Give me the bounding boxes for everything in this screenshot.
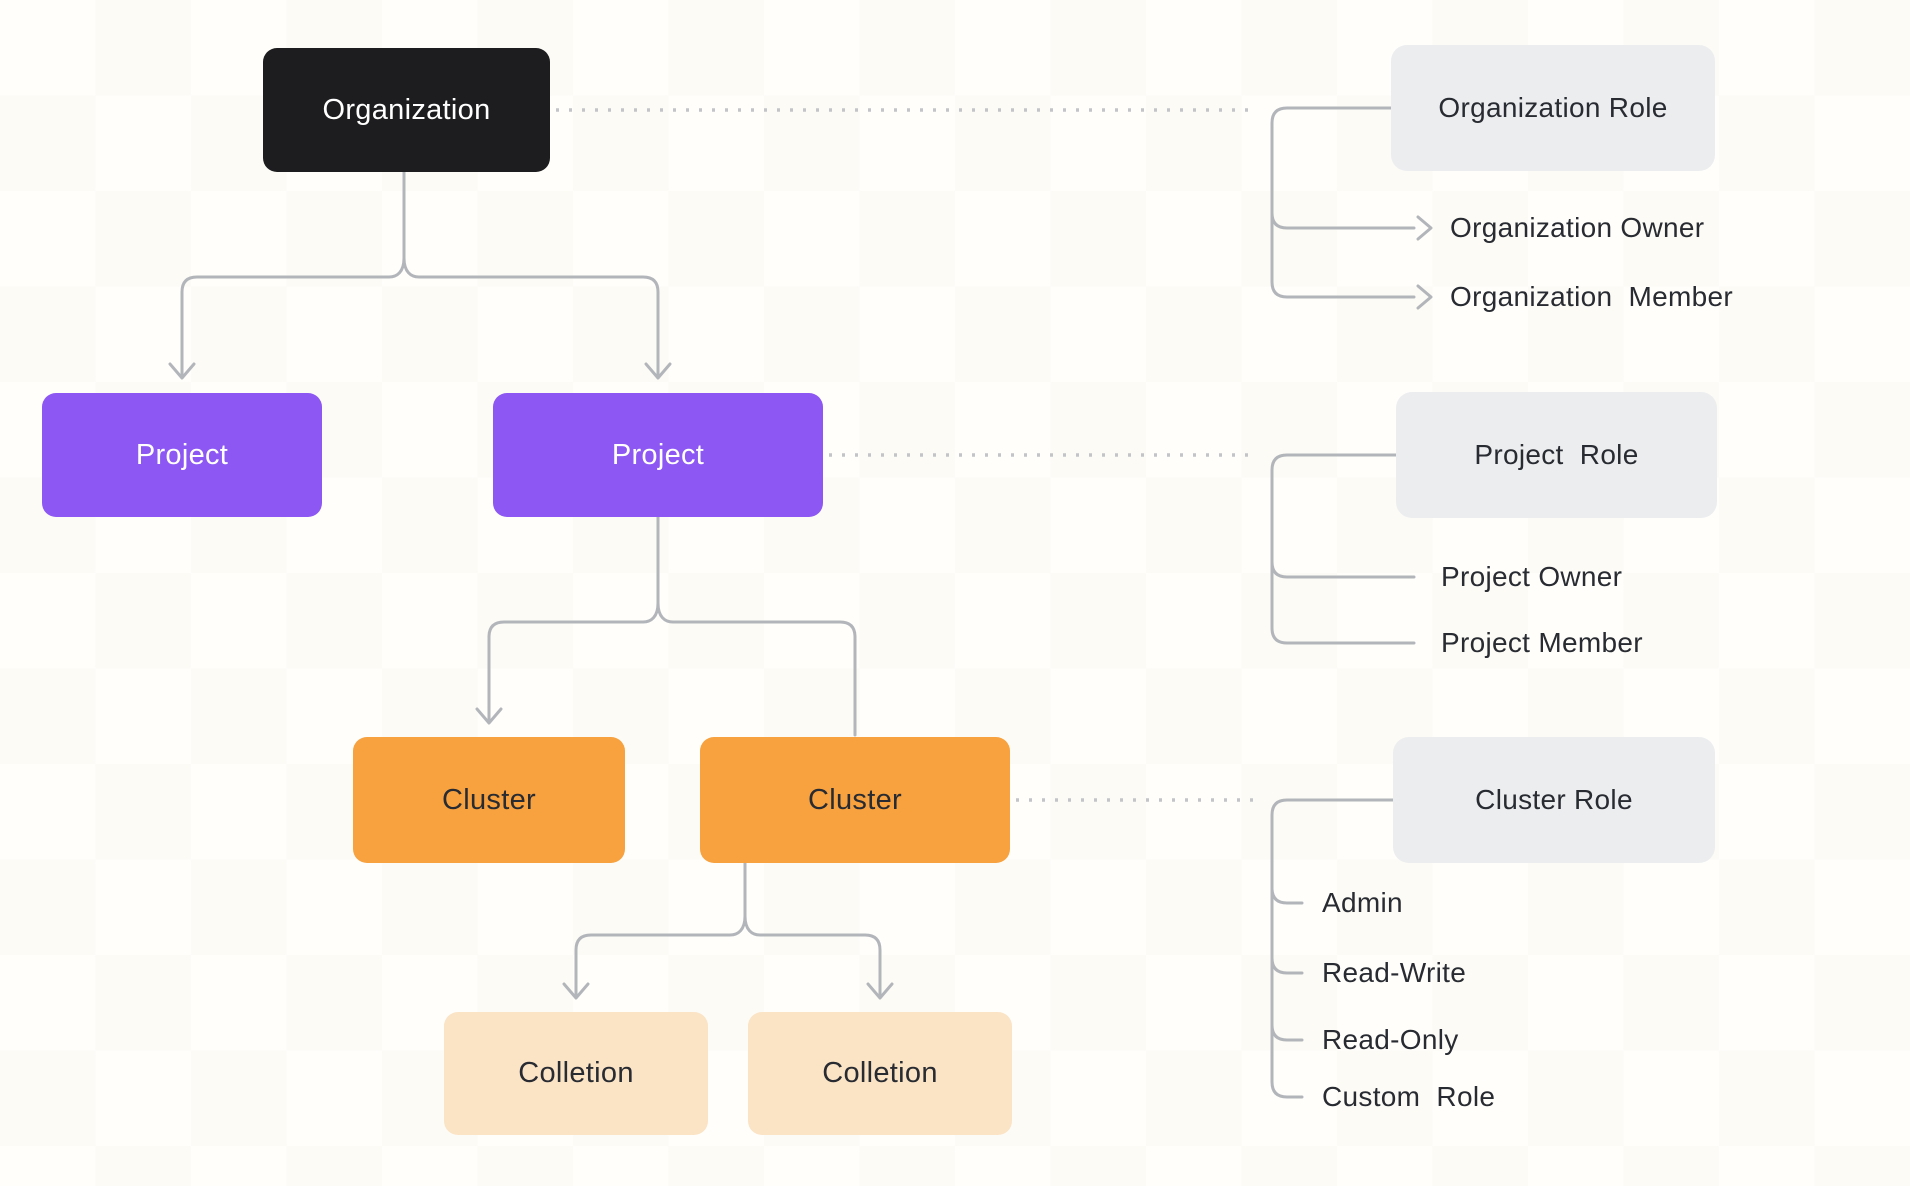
node-organization: Organization (263, 48, 550, 172)
branch-project-owner (1270, 560, 1416, 579)
role-item-project-owner: Project Owner (1441, 561, 1623, 592)
role-item-cluster-customrole: Custom Role (1322, 1081, 1496, 1112)
arrowhead-org-member (1416, 284, 1433, 310)
node-project-left: Project (42, 393, 322, 517)
arrowhead-collection-left (562, 982, 590, 1000)
edge-cluster-to-collection-left (574, 861, 747, 996)
branch-org-owner (1270, 211, 1416, 230)
role-box-organization: Organization Role (1391, 45, 1715, 171)
role-item-organization-owner: Organization Owner (1450, 212, 1705, 243)
role-box-cluster: Cluster Role (1393, 737, 1715, 863)
arrowhead-project-right (644, 362, 672, 380)
branch-cluster-readonly (1270, 1023, 1304, 1042)
spine-org-role (1270, 106, 1416, 299)
role-box-project: Project Role (1396, 392, 1717, 518)
node-cluster-right: Cluster (700, 737, 1010, 863)
branch-cluster-admin (1270, 886, 1304, 905)
arrowhead-cluster-left (475, 707, 503, 725)
spine-cluster-role (1270, 798, 1395, 1099)
role-item-organization-member: Organization Member (1450, 281, 1734, 312)
node-collection-left: Colletion (444, 1012, 708, 1135)
node-project-right: Project (493, 393, 823, 517)
role-item-cluster-admin: Admin (1322, 887, 1403, 918)
role-item-cluster-readwrite: Read-Write (1322, 957, 1467, 988)
arrowhead-org-owner (1416, 215, 1433, 241)
node-cluster-left: Cluster (353, 737, 625, 863)
spine-project-role (1270, 453, 1416, 645)
arrowhead-project-left (168, 362, 196, 380)
edge-org-to-project-left (180, 170, 406, 376)
node-collection-right: Colletion (748, 1012, 1012, 1135)
edge-cluster-to-collection-right (743, 914, 882, 996)
edge-org-to-project-right (402, 256, 660, 376)
arrowhead-collection-right (866, 982, 894, 1000)
branch-cluster-readwrite (1270, 956, 1304, 975)
role-item-project-member: Project Member (1441, 627, 1643, 658)
edge-project-to-cluster-left (487, 515, 660, 721)
role-item-cluster-readonly: Read-Only (1322, 1024, 1459, 1055)
edge-project-to-cluster-right (656, 601, 857, 737)
